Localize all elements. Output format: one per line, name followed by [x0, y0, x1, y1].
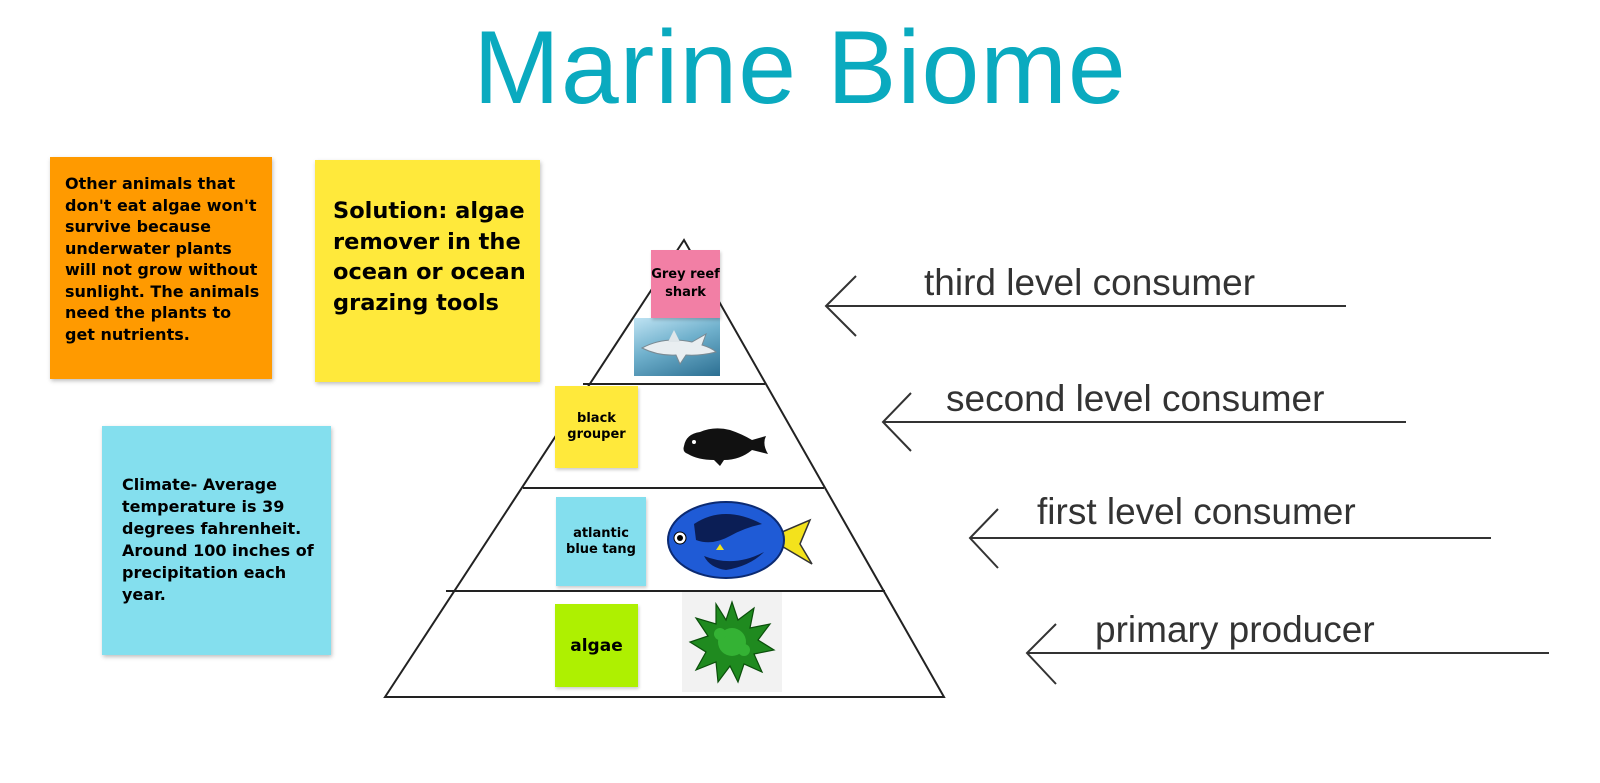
organism-note-shark[interactable]: Grey reef shark — [651, 250, 720, 318]
algae-image — [682, 592, 782, 692]
organism-note-grouper[interactable]: black grouper — [555, 386, 638, 468]
page-title: Marine Biome — [473, 10, 1127, 126]
fish-silhouette-icon — [680, 424, 774, 468]
solution-note[interactable]: Solution: algae remover in the ocean or … — [315, 160, 540, 382]
pyramid-outline — [383, 238, 946, 698]
shark-photo — [634, 318, 720, 376]
trophic-label-third: third level consumer — [924, 262, 1256, 303]
algae-clump-icon — [688, 600, 776, 684]
organism-note-algae[interactable]: algae — [555, 604, 638, 687]
trophic-label-producer: primary producer — [1095, 609, 1375, 650]
organism-note-blue-tang[interactable]: atlantic blue tang — [556, 497, 646, 586]
climate-note[interactable]: Climate- Average temperature is 39 degre… — [102, 426, 331, 655]
problem-note[interactable]: Other animals that don't eat algae won't… — [50, 157, 272, 379]
trophic-label-second: second level consumer — [946, 378, 1325, 419]
trophic-label-first: first level consumer — [1037, 491, 1356, 532]
blue-tang-fish-icon — [664, 494, 814, 584]
